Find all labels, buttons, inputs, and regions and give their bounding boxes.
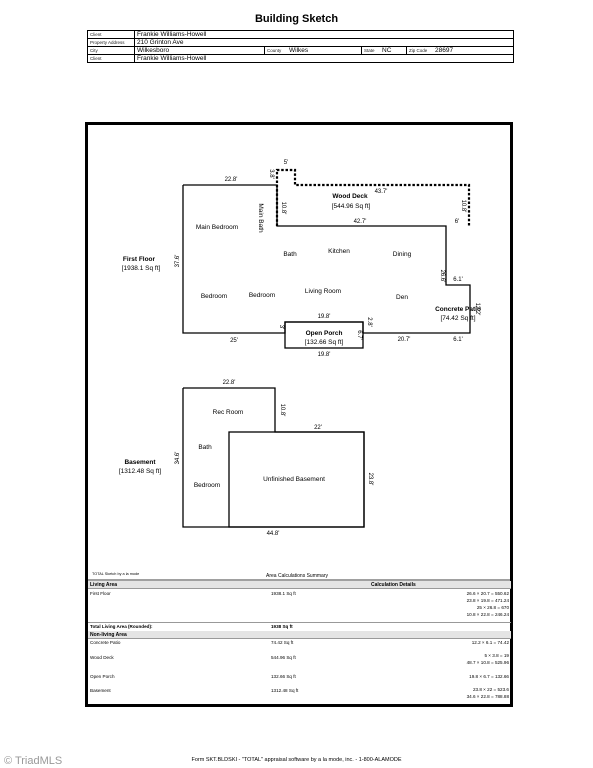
ff-calc-line-2: 23.8 × 19.8 = 471.24 (466, 598, 509, 603)
wood-deck-outline (275, 168, 471, 226)
patio-row-sqft: 74.42 Sq ft (271, 640, 294, 645)
dim-3: 3' (278, 325, 284, 329)
room-bath: Bath (283, 251, 297, 258)
dim-6: 6' (455, 219, 459, 225)
dim-basement-22: 22' (314, 425, 322, 431)
first-floor-area: [1938.1 Sq ft] (122, 265, 161, 272)
dim-37-6: 37.6' (175, 255, 181, 268)
ff-calc-line-1: 26.6 × 20.7 = 550.62 (466, 591, 509, 596)
living-area-header: Living Area Calculation Details (88, 581, 511, 589)
room-main-bedroom: Main Bedroom (196, 224, 238, 231)
page-title: Building Sketch (254, 13, 339, 25)
dim-10-8-right: 10.8' (460, 200, 466, 213)
open-porch-label: Open Porch (306, 330, 343, 337)
basement-row-sqft: 1312.48 Sq ft (271, 688, 299, 693)
sketch-frame (85, 122, 513, 707)
dim-basement-23-8: 23.8' (367, 473, 373, 486)
deck-calc-line-2: 48.7 × 10.8 = 525.96 (466, 660, 509, 665)
first-floor-row-label: First Floor (90, 591, 111, 596)
first-floor-label: First Floor (123, 256, 156, 263)
ff-calc-line-4: 10.8 × 22.8 = 246.24 (466, 612, 509, 617)
open-porch-outline (284, 321, 364, 349)
dim-19-8-top: 19.8' (318, 314, 331, 320)
basement-outline (182, 387, 365, 528)
room-bedroom-2: Bedroom (249, 292, 275, 299)
footer-text: Form SKT.BLDSKI - "TOTAL" appraisal soft… (191, 757, 402, 763)
header-table: Client Frankie Williams-Howell Property … (87, 30, 514, 63)
dim-12-2: 12.2' (474, 303, 480, 316)
wood-deck-area: [544.96 Sq ft] (332, 203, 371, 210)
first-floor-outline (182, 184, 471, 334)
ff-calc-line-3: 25 × 26.8 = 670 (476, 605, 509, 610)
dim-43-7: 43.7' (375, 189, 388, 195)
dim-basement-34-6: 34.6' (175, 452, 181, 465)
room-main-bath: Main Bath (257, 203, 264, 233)
room-bedroom-1: Bedroom (201, 293, 227, 300)
porch-row-label: Open Porch (90, 674, 115, 679)
total-living-area-label: Total Living Area (Rounded): (90, 624, 153, 629)
room-dining: Dining (393, 251, 412, 258)
room-den: Den (396, 294, 408, 301)
dim-6-1-bot: 6.1' (453, 337, 463, 343)
basement-calc-line-1: 23.8 × 22 = 523.6 (472, 687, 509, 692)
first-floor-row-sqft: 1938.1 Sq ft (271, 591, 296, 596)
open-porch-area: [132.66 Sq ft] (305, 339, 344, 346)
dim-19-8-bot: 19.8' (318, 352, 331, 358)
basement-label: Basement (124, 459, 156, 466)
total-living-area-value: 1938 Sq ft (271, 624, 293, 629)
wood-deck-label: Wood Deck (332, 193, 368, 200)
calc-summary-title: Area Calculations Summary (266, 573, 328, 579)
client2-value: Frankie Williams-Howell (134, 54, 514, 63)
dim-25: 25' (230, 338, 238, 344)
dim-26-6: 26.6' (439, 270, 445, 283)
room-living-room: Living Room (305, 288, 341, 295)
room-basement-bedroom: Bedroom (194, 482, 220, 489)
non-living-area-header: Non-living Area (88, 631, 511, 639)
deck-row-label: Wood Deck (90, 655, 114, 660)
porch-row-sqft: 132.66 Sq ft (271, 674, 296, 679)
unfinished-basement-outline (228, 431, 365, 528)
deck-row-sqft: 544.96 Sq ft (271, 655, 296, 660)
room-unfinished-basement: Unfinished Basement (263, 476, 325, 483)
patio-row-label: Concrete Patio (90, 640, 121, 645)
deck-calc-line-1: 5 × 3.8 = 19 (484, 653, 509, 658)
room-rec-room: Rec Room (213, 409, 244, 416)
patio-calc-line: 12.2 × 6.1 = 74.42 (471, 640, 509, 645)
room-basement-bath: Bath (198, 444, 212, 451)
dim-5: 5' (284, 160, 288, 166)
concrete-patio-area: [74.42 Sq ft] (440, 315, 475, 322)
dim-20-7: 20.7' (398, 337, 411, 343)
dim-6-7: 6.7' (356, 330, 362, 340)
dim-3-8: 3.8' (268, 169, 274, 179)
basement-area: [1312.48 Sq ft] (119, 468, 161, 475)
dim-basement-10-8: 10.8' (279, 404, 285, 417)
dim-42-7: 42.7' (354, 219, 367, 225)
sketch-software-note: TOTAL Sketch by a la mode (92, 572, 139, 576)
room-kitchen: Kitchen (328, 248, 350, 255)
basement-calc-line-2: 34.6 × 22.8 = 788.88 (466, 694, 509, 699)
dim-2-8: 2.8' (366, 317, 372, 327)
triadmls-watermark: © TriadMLS (4, 755, 63, 767)
concrete-patio-label: Concrete Patio (435, 306, 481, 313)
dim-basement-44-8: 44.8' (267, 531, 280, 537)
basement-row-label: Basement (90, 688, 111, 693)
dim-10-8-left: 10.8' (280, 202, 286, 215)
dim-basement-22-8: 22.8' (223, 380, 236, 386)
dim-22-8-top: 22.8' (225, 177, 238, 183)
porch-calc-line: 19.8 × 6.7 = 132.66 (469, 674, 509, 679)
dim-6-1-top: 6.1' (453, 277, 463, 283)
